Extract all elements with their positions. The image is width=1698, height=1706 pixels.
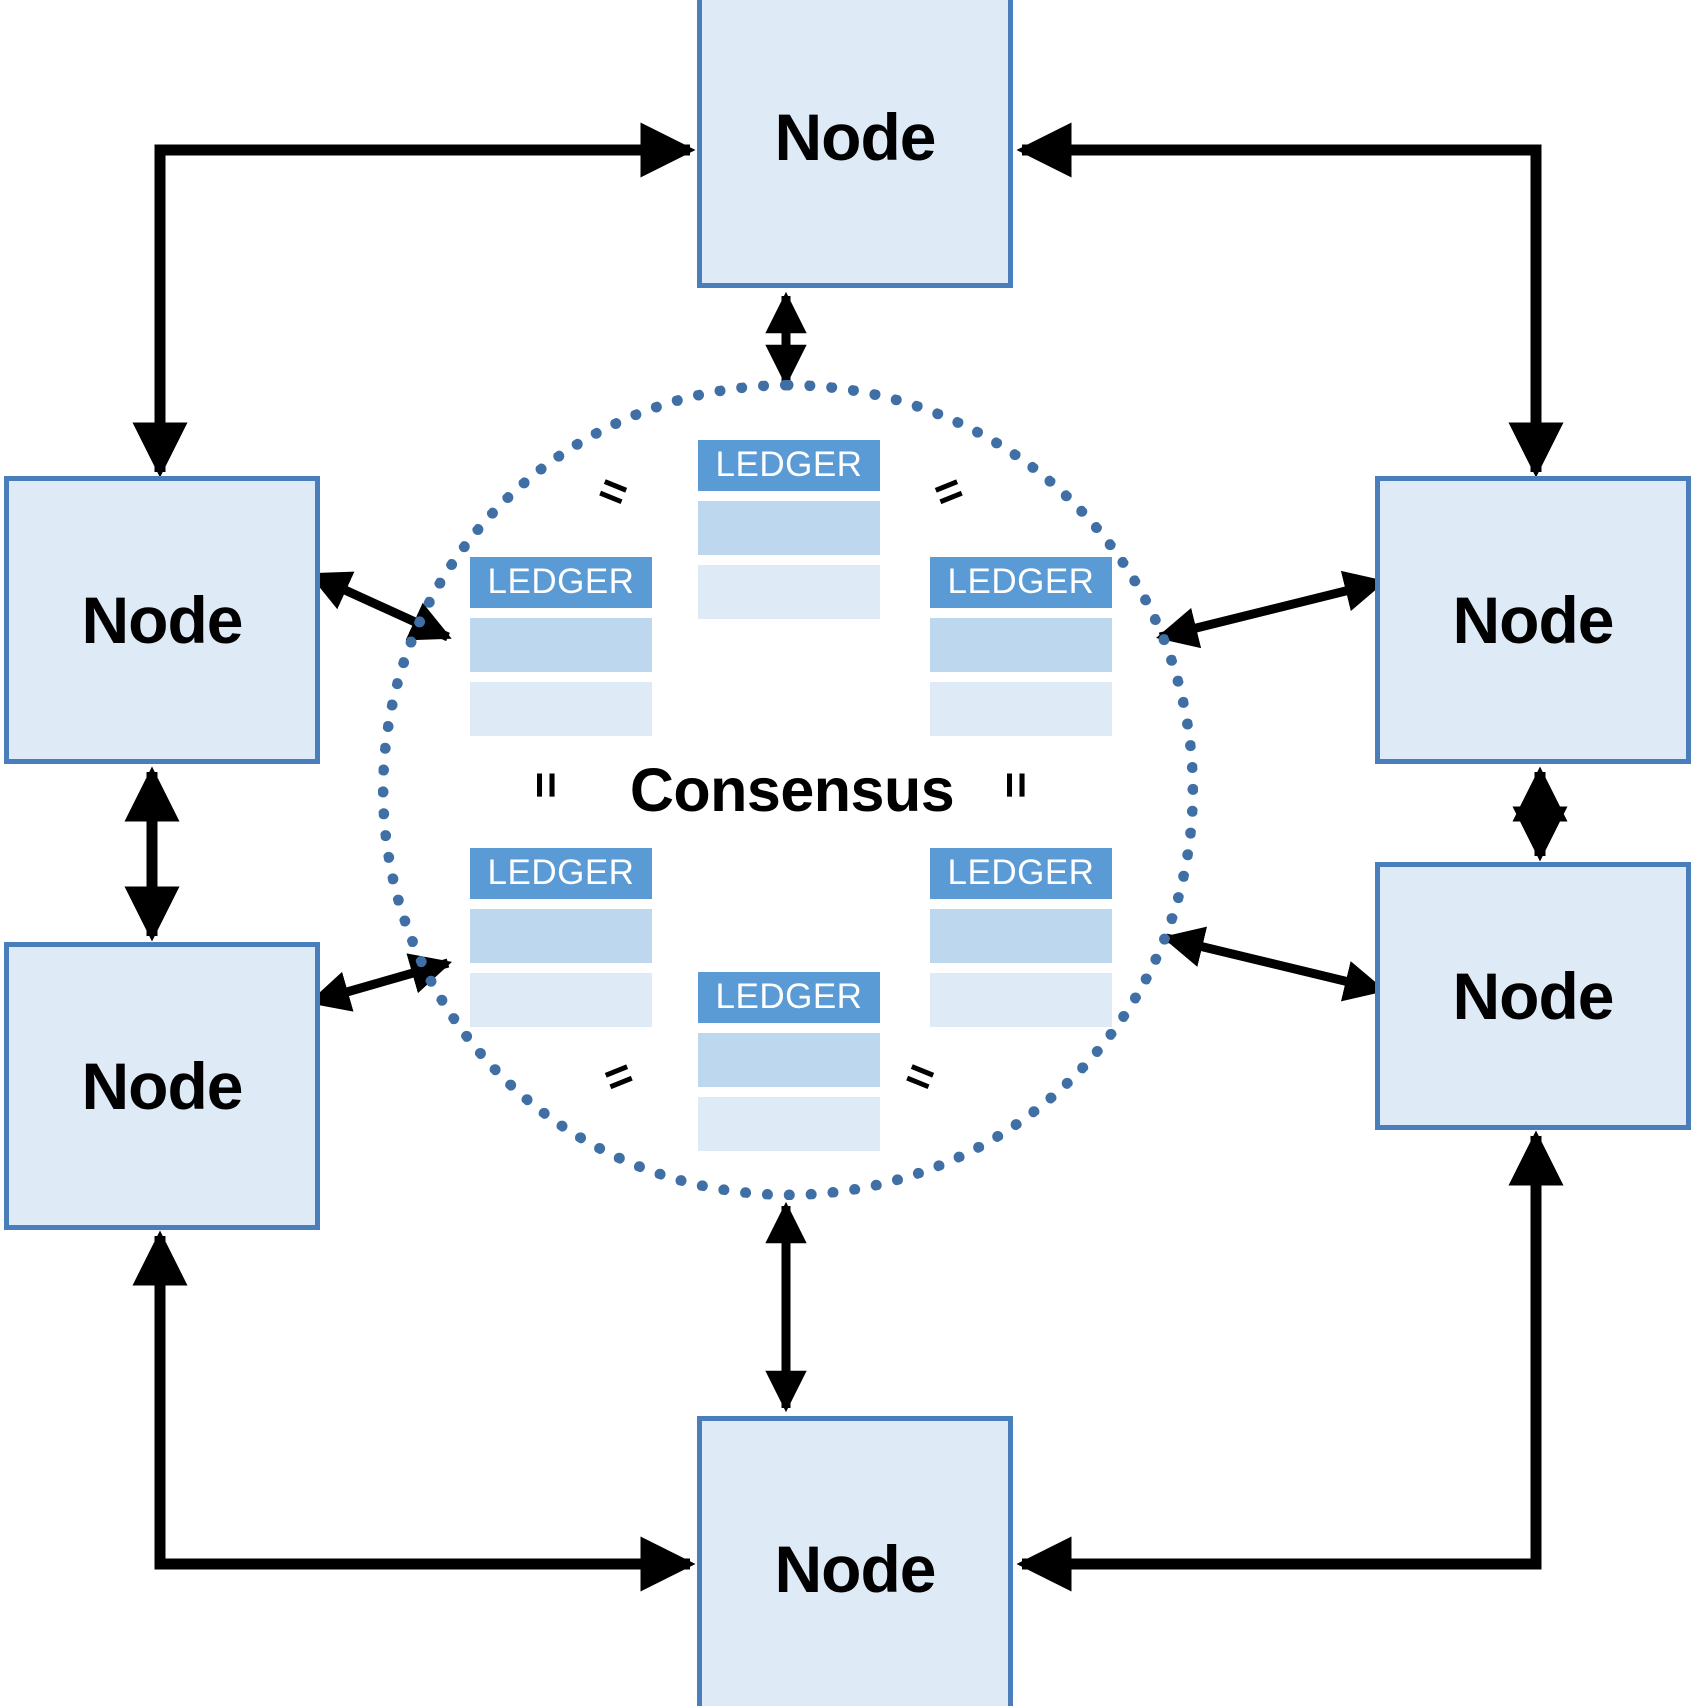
ledger-card-bottom[interactable]: LEDGER bbox=[698, 972, 880, 1151]
ledger-row-mid bbox=[470, 909, 652, 963]
ledger-title: LEDGER bbox=[470, 848, 652, 899]
node-label: Node bbox=[774, 1532, 937, 1606]
ledger-card-right-lower[interactable]: LEDGER bbox=[930, 848, 1112, 1027]
node-box-left-top[interactable]: Node bbox=[4, 476, 320, 764]
node-box-right-top[interactable]: Node bbox=[1375, 476, 1691, 764]
node-label: Node bbox=[81, 1049, 244, 1123]
connector-elbow-top-right bbox=[1016, 122, 1564, 478]
ledger-card-left-upper[interactable]: LEDGER bbox=[470, 557, 652, 736]
equals-icon-mid-left: = bbox=[520, 771, 573, 799]
ledger-row-light bbox=[470, 973, 652, 1027]
ledger-row-light bbox=[698, 565, 880, 619]
node-label: Node bbox=[1452, 583, 1615, 657]
ledger-row-mid bbox=[470, 618, 652, 672]
ledger-title: LEDGER bbox=[698, 972, 880, 1023]
ledger-card-top[interactable]: LEDGER bbox=[698, 440, 880, 619]
connector-elbow-bottom-right bbox=[1016, 1130, 1564, 1592]
equals-icon-mid-right: = bbox=[990, 771, 1043, 799]
ledger-card-right-upper[interactable]: LEDGER bbox=[930, 557, 1112, 736]
ledger-row-mid bbox=[930, 909, 1112, 963]
ledger-row-light bbox=[930, 973, 1112, 1027]
node-box-bottom[interactable]: Node bbox=[697, 1416, 1013, 1706]
node-label: Node bbox=[774, 100, 937, 174]
ledger-row-light bbox=[698, 1097, 880, 1151]
connector-right-bottom-consensus bbox=[1161, 926, 1387, 1002]
ledger-row-mid bbox=[698, 501, 880, 555]
connector-elbow-bottom-left bbox=[132, 1230, 696, 1592]
ledger-row-mid bbox=[698, 1033, 880, 1087]
node-box-left-bottom[interactable]: Node bbox=[4, 942, 320, 1230]
ledger-title: LEDGER bbox=[470, 557, 652, 608]
ledger-row-mid bbox=[930, 618, 1112, 672]
ledger-row-light bbox=[930, 682, 1112, 736]
ledger-title: LEDGER bbox=[930, 848, 1112, 899]
ledger-title: LEDGER bbox=[698, 440, 880, 491]
node-box-top[interactable]: Node bbox=[697, 0, 1013, 288]
node-label: Node bbox=[1452, 959, 1615, 1033]
ledger-title: LEDGER bbox=[930, 557, 1112, 608]
consensus-label: Consensus bbox=[629, 756, 955, 824]
connector-right-top-consensus bbox=[1155, 570, 1387, 649]
node-box-right-bottom[interactable]: Node bbox=[1375, 862, 1691, 1130]
consensus-boundary-circle bbox=[378, 380, 1198, 1200]
ledger-row-light bbox=[470, 682, 652, 736]
ledger-card-left-lower[interactable]: LEDGER bbox=[470, 848, 652, 1027]
node-label: Node bbox=[81, 583, 244, 657]
